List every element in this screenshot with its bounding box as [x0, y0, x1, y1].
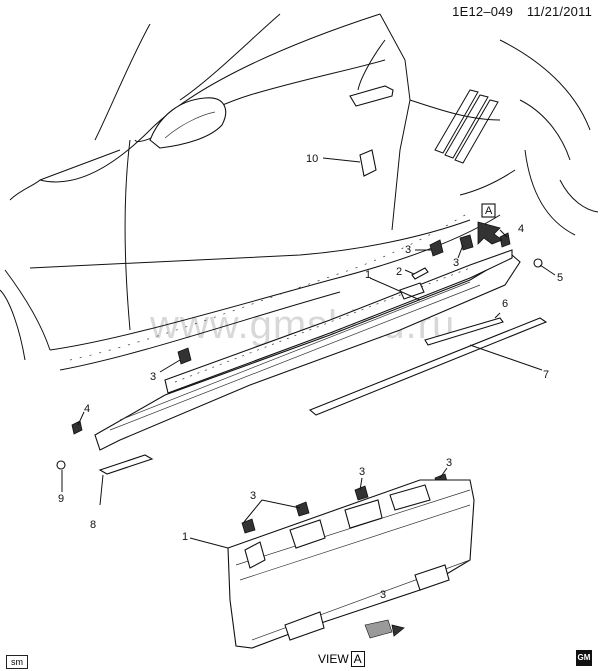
callout-3: 3 — [150, 371, 156, 383]
diagram-header: 1E12–049 11/21/2011 — [442, 4, 592, 19]
part-2-clip — [411, 267, 429, 280]
callout-5: 5 — [557, 272, 563, 284]
vehicle-body-outline — [0, 13, 599, 371]
callout-2: 2 — [396, 266, 402, 278]
callout-6: 6 — [502, 298, 508, 310]
callout-3: 3 — [359, 466, 365, 478]
callout-7: 7 — [543, 369, 549, 381]
part-1-rocker-panel — [94, 249, 521, 451]
diagram-id: 1E12–049 — [452, 4, 514, 19]
part-7-molding — [308, 317, 548, 416]
callout-3: 3 — [446, 457, 452, 469]
callout-3: 3 — [453, 257, 459, 269]
view-label: VIEW — [318, 652, 349, 666]
callout-8: 8 — [90, 519, 96, 531]
callout-1: 1 — [365, 269, 371, 281]
part-6-molding — [424, 312, 504, 346]
callout-10: 10 — [306, 153, 318, 165]
callout-1: 1 — [182, 531, 188, 543]
sm-badge: sm — [6, 655, 28, 669]
view-a-arrow — [477, 221, 503, 245]
callout-4: 4 — [518, 223, 524, 235]
callout-3: 3 — [380, 589, 386, 601]
gm-logo: GM — [576, 650, 592, 666]
callout-a-box — [481, 203, 496, 218]
view-a-detail-panel — [227, 479, 475, 649]
callout-3: 3 — [250, 490, 256, 502]
callout-9: 9 — [58, 493, 64, 505]
view-letter: A — [350, 651, 365, 667]
callout-a: A — [485, 205, 493, 217]
diagram-date: 11/21/2011 — [526, 4, 592, 19]
leader-lines — [61, 229, 556, 595]
part-8-trim — [98, 454, 154, 506]
callout-3: 3 — [405, 244, 411, 256]
part-10-seal — [322, 149, 377, 177]
callout-4: 4 — [84, 403, 90, 415]
